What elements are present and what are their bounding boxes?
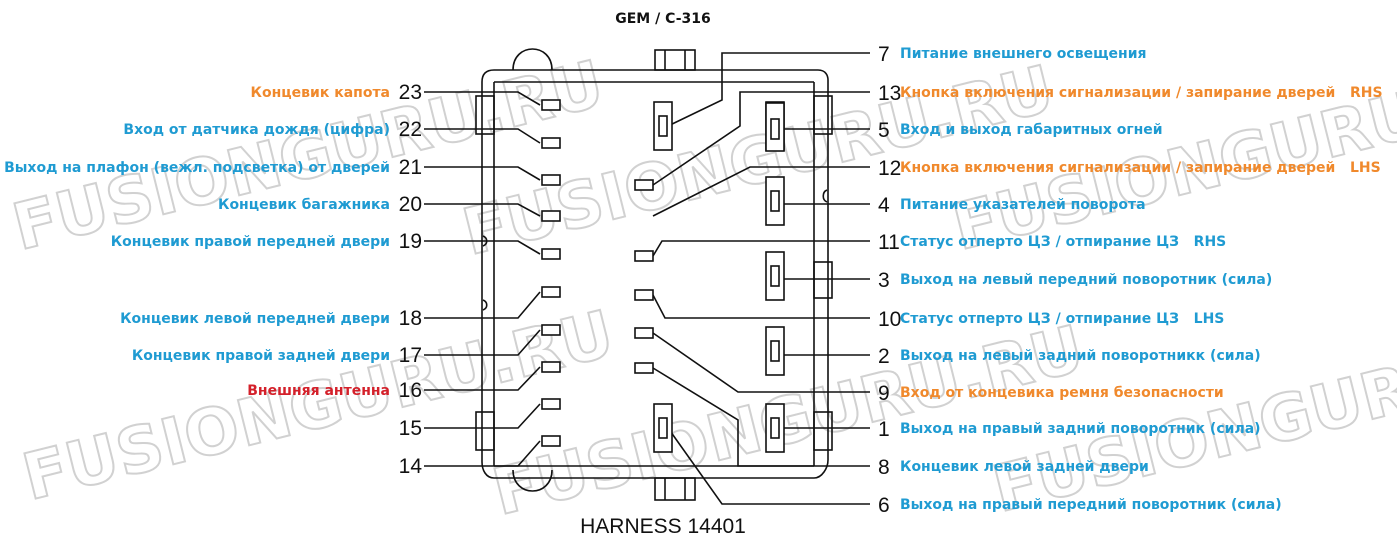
wire-pin-18 <box>424 291 541 319</box>
pin-number-12: 12 <box>878 157 901 180</box>
terminal-pin-10 <box>634 289 654 301</box>
harness-label: HARNESS 14401 <box>580 515 746 538</box>
pin-label-7: Питание внешнего освещения <box>900 46 1147 62</box>
pin-label-1: Выход на правый задний поворотник (сила) <box>900 421 1261 437</box>
pin-label-20: Концевик багажника <box>218 197 390 213</box>
wire-pin-17 <box>424 329 541 356</box>
pin-number-8: 8 <box>878 456 890 479</box>
left-pin-group: 23 Концевик капота 22 Вход от датчика дождя… <box>4 81 422 478</box>
terminal-pin-9 <box>634 327 654 339</box>
wire-pin-8 <box>652 367 870 467</box>
pin-label-13: Кнопка включения сигнализации / запирани… <box>900 85 1383 101</box>
terminal-pin-2 <box>770 340 780 362</box>
pin-number-5: 5 <box>878 119 890 142</box>
terminal-pin-8 <box>634 362 654 374</box>
terminal-pin-22 <box>541 137 561 149</box>
terminal-pin-4 <box>770 190 780 212</box>
pin-number-9: 9 <box>878 382 890 405</box>
pin-number-18: 18 <box>399 307 422 330</box>
wire-pin-6 <box>667 427 870 505</box>
terminal-pin-21 <box>541 174 561 186</box>
pin-label-5: Вход и выход габаритных огней <box>900 122 1163 138</box>
pin-number-10: 10 <box>878 308 901 331</box>
watermark-layer: FUSIONGURU.RUFUSIONGURU.RUFUSIONGURU.RUF… <box>5 46 1397 531</box>
pin-label-11: Статус отперто ЦЗ / отпирание ЦЗ RHS <box>900 234 1226 250</box>
pin-label-2: Выход на левый задний поворотникк (сила) <box>900 348 1261 364</box>
wire-pin-7 <box>667 52 870 127</box>
terminal-pin-7 <box>658 115 668 137</box>
wire-pin-14 <box>424 440 541 467</box>
terminal-pin-23 <box>541 99 561 111</box>
pin-number-14: 14 <box>399 455 423 478</box>
terminal-pin-3 <box>770 265 780 287</box>
connector-body <box>475 48 833 501</box>
terminal-pin-14 <box>541 435 561 447</box>
pin-number-21: 21 <box>399 156 422 179</box>
pin-number-3: 3 <box>878 269 890 292</box>
terminal-pin-18 <box>541 286 561 298</box>
pin-terminals <box>541 99 785 453</box>
pin-number-2: 2 <box>878 345 890 368</box>
pin-number-17: 17 <box>399 344 422 367</box>
pin-number-1: 1 <box>878 418 890 441</box>
pin-number-7: 7 <box>878 43 890 66</box>
terminal-pin-11 <box>634 250 654 262</box>
pin-label-3: Выход на левый передний поворотник (сила… <box>900 272 1272 288</box>
pin-label-6: Выход на правый передний поворотник (сил… <box>900 497 1282 513</box>
pin-label-19: Концевик правой передней двери <box>111 234 390 250</box>
terminal-pin-12 <box>634 179 654 191</box>
terminal-pin-20 <box>541 210 561 222</box>
pin-number-19: 19 <box>399 230 422 253</box>
wire-pin-9 <box>652 332 870 393</box>
terminal-pin-16 <box>541 361 561 373</box>
pin-label-4: Питание указателей поворота <box>900 197 1146 213</box>
wire-pin-22 <box>424 128 541 144</box>
pin-number-23: 23 <box>399 81 422 104</box>
pin-number-20: 20 <box>399 193 422 216</box>
pin-label-17: Концевик правой задней двери <box>132 348 390 364</box>
terminal-pin-1 <box>770 417 780 439</box>
wire-pin-10 <box>652 294 870 319</box>
pin-label-21: Выход на плафон (вежл. подсветка) от две… <box>4 160 390 176</box>
terminal-pin-17 <box>541 324 561 336</box>
wire-pin-21 <box>424 166 541 181</box>
pin-label-18: Концевик левой передней двери <box>120 311 390 327</box>
pin-number-15: 15 <box>399 417 422 440</box>
pin-label-8: Концевик левой задней двери <box>900 459 1149 475</box>
pin-number-4: 4 <box>878 194 890 217</box>
wire-pin-12 <box>652 166 870 217</box>
pin-number-6: 6 <box>878 494 890 517</box>
pin-number-22: 22 <box>399 118 422 141</box>
pin-wires <box>424 52 870 505</box>
pin-number-11: 11 <box>878 231 900 254</box>
wire-pin-15 <box>424 403 541 429</box>
terminal-pin-15 <box>541 398 561 410</box>
diagram-title: GEM / C-316 <box>615 11 710 27</box>
terminal-pin-5 <box>770 118 780 140</box>
wire-pin-19 <box>424 240 541 255</box>
pin-label-22: Вход от датчика дождя (цифра) <box>123 122 390 138</box>
pin-label-16: Внешняя антенна <box>247 383 390 399</box>
pin-label-10: Статус отперто ЦЗ / отпирание ЦЗ LHS <box>900 311 1224 327</box>
pin-number-16: 16 <box>399 379 422 402</box>
wire-pin-16 <box>424 366 541 391</box>
pin-label-23: Концевик капота <box>251 85 390 101</box>
wire-pin-13 <box>652 91 870 186</box>
terminal-pin-19 <box>541 248 561 260</box>
wire-pin-11 <box>652 240 870 257</box>
pin-label-9: Вход от концевика ремня безопасности <box>900 385 1224 401</box>
pin-number-13: 13 <box>878 82 901 105</box>
pin-label-12: Кнопка включения сигнализации / запирани… <box>900 160 1381 176</box>
wire-pin-20 <box>424 203 541 217</box>
wire-pin-23 <box>424 91 541 106</box>
terminal-pin-6 <box>658 417 668 439</box>
